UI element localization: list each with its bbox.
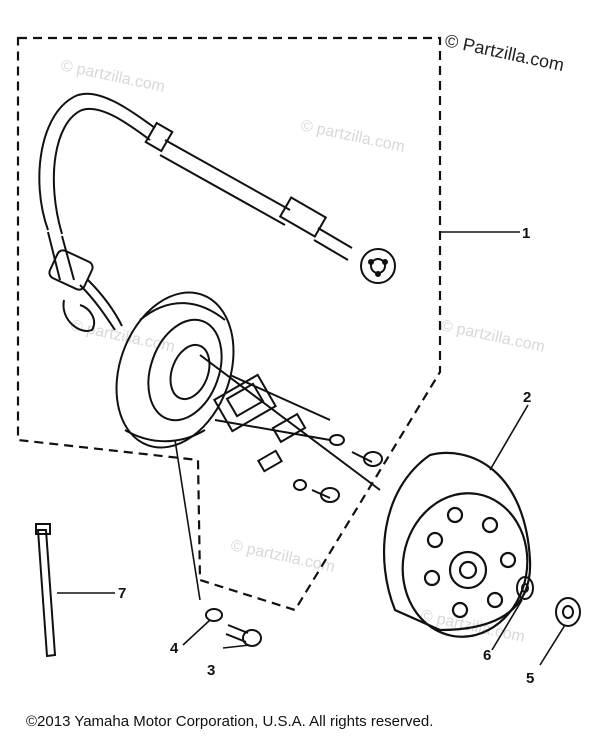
leader-lines bbox=[57, 231, 566, 666]
screw-3 bbox=[225, 624, 262, 647]
assembly-outline bbox=[16, 36, 442, 612]
washer-6 bbox=[516, 576, 534, 600]
flywheel-rotor bbox=[382, 451, 532, 638]
copyright-text: ©2013 Yamaha Motor Corporation, U.S.A. A… bbox=[26, 713, 434, 730]
callout-3: 3 bbox=[207, 662, 215, 679]
nut-5 bbox=[555, 597, 581, 627]
watermark-faint: © partzilla.com bbox=[229, 537, 336, 576]
watermark-faint: © partzilla.com bbox=[59, 57, 166, 96]
callout-2: 2 bbox=[523, 389, 531, 406]
watermark-main: © Partzilla.com bbox=[443, 30, 566, 75]
callout-4: 4 bbox=[170, 640, 179, 657]
callout-1: 1 bbox=[522, 225, 530, 242]
callout-7: 7 bbox=[118, 585, 126, 602]
callout-5: 5 bbox=[526, 670, 534, 687]
callout-6: 6 bbox=[483, 647, 491, 664]
watermark-faint: © partzilla.com bbox=[299, 117, 406, 156]
wire-harness bbox=[38, 92, 396, 332]
watermark-faint-group: © partzilla.com © partzilla.com © partzi… bbox=[59, 57, 546, 646]
washer-4 bbox=[205, 608, 223, 622]
cable-tie-7 bbox=[35, 523, 57, 658]
watermark-faint: © partzilla.com bbox=[439, 317, 546, 356]
stator-hardware bbox=[256, 412, 383, 503]
stator-plate bbox=[115, 291, 381, 491]
